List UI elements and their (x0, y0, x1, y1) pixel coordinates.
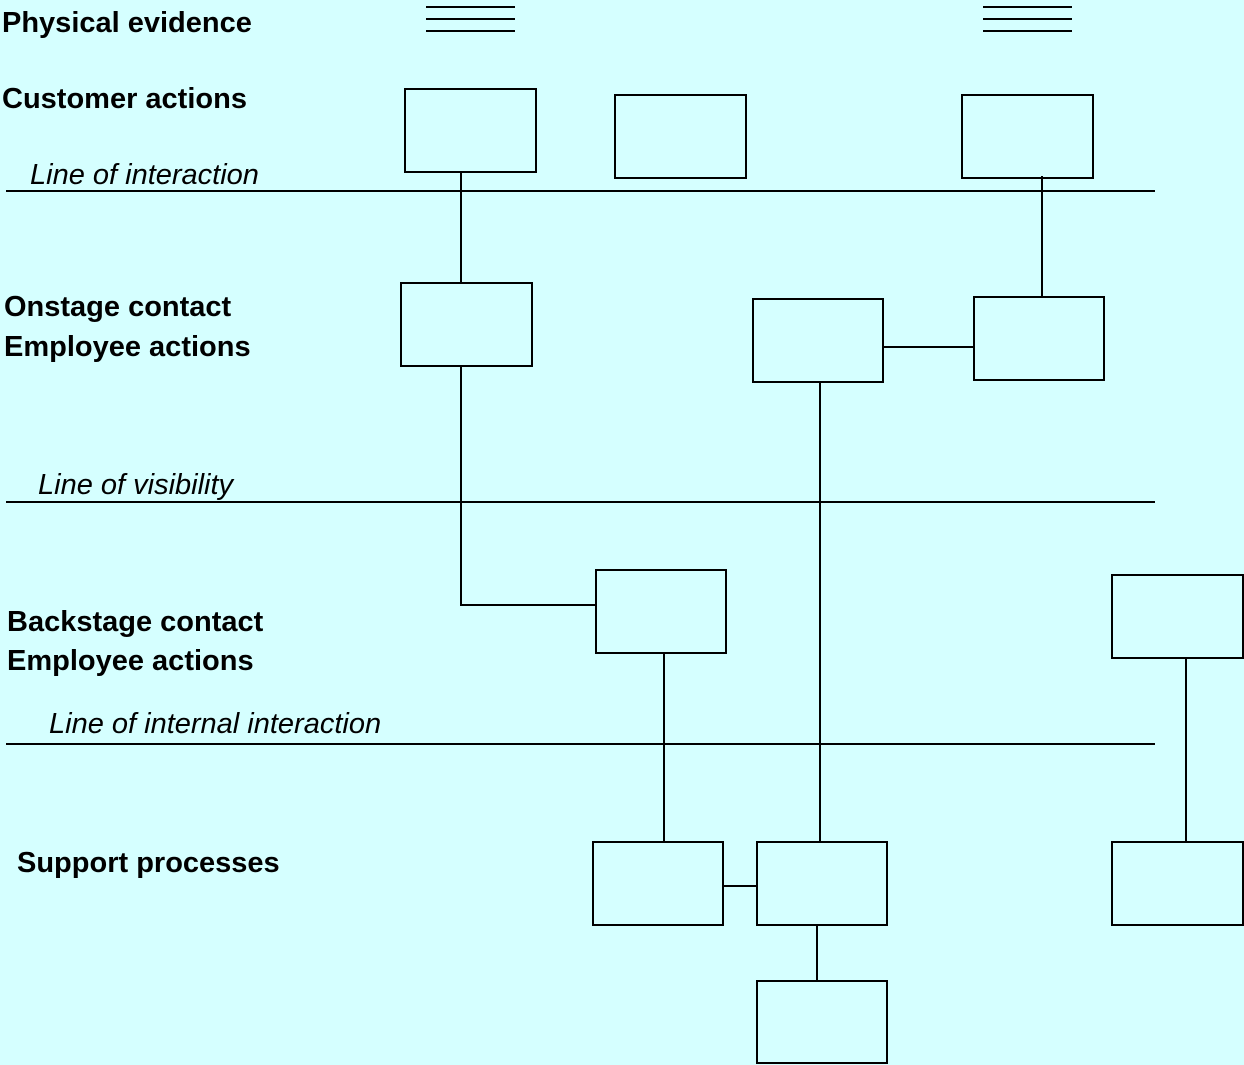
backstage-action-box (595, 569, 727, 654)
support-process-box (756, 841, 888, 926)
triple-line-icon (426, 6, 515, 32)
onstage-action-box (400, 282, 533, 367)
line-of-interaction-label: Line of interaction (30, 159, 259, 191)
lane-label-backstage-contact: Backstage contact (7, 606, 264, 638)
support-process-box (756, 980, 888, 1064)
onstage-action-box (752, 298, 884, 383)
onstage-action-box (973, 296, 1105, 381)
support-process-box (1111, 841, 1244, 926)
lane-label-support-processes: Support processes (17, 847, 280, 879)
lane-label-physical-evidence: Physical evidence (2, 7, 252, 39)
connector-line (460, 366, 596, 606)
backstage-action-box (1111, 574, 1244, 659)
triple-line-icon (983, 6, 1072, 32)
customer-action-box (404, 88, 537, 173)
support-process-box (592, 841, 724, 926)
customer-action-box (961, 94, 1094, 179)
line-of-visibility-label: Line of visibility (38, 469, 235, 501)
line-of-internal-interaction-label: Line of internal interaction (49, 708, 381, 740)
lane-label-customer-actions: Customer actions (2, 83, 247, 115)
lane-label-onstage-employee-actions: Employee actions (4, 331, 251, 363)
lane-label-backstage-employee-actions: Employee actions (7, 645, 254, 677)
lane-label-onstage-contact: Onstage contact (4, 291, 232, 323)
customer-action-box (614, 94, 747, 179)
